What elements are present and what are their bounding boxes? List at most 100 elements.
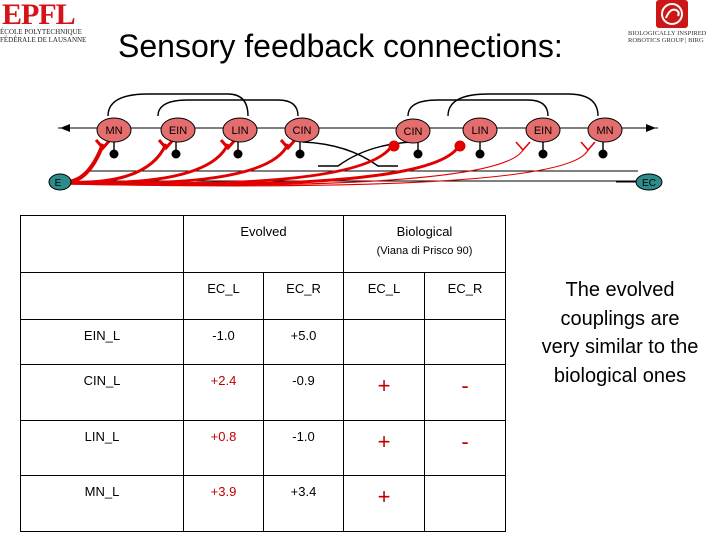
cell-value: +3.4 (290, 484, 317, 499)
biological-header-text: Biological (396, 224, 453, 239)
feedback-path (67, 149, 589, 187)
evolved-header: Evolved (183, 215, 344, 273)
table-row: CIN_L +2.4 -0.9 + - (20, 364, 506, 421)
column-header: EC_R (424, 272, 506, 320)
synapse-dot (295, 149, 305, 159)
receptor-fork (515, 141, 531, 152)
slide-title: Sensory feedback connections: (118, 28, 563, 64)
bio-l-cell: + (343, 475, 425, 532)
epfl-logo: EPFL ÉCOLE POLYTECHNIQUE FÉDÉRALE DE LAU… (0, 0, 96, 46)
neuron-ein-right: EIN (525, 117, 561, 143)
synapse-dot (109, 149, 119, 159)
coupling-table: Evolved Biological (Viana di Prisco 90) E… (20, 215, 506, 532)
receptor-fork (279, 139, 297, 151)
sensor-right: EC (635, 173, 663, 191)
receptor-fork (94, 139, 112, 151)
cell-value: - (461, 373, 469, 398)
crossing-connection (302, 141, 398, 167)
cell-value: -1.0 (212, 328, 235, 343)
connection-arc (157, 99, 299, 117)
side-note: The evolved couplings are very similar t… (541, 279, 699, 387)
crossing-connection (318, 141, 414, 167)
row-label-text: LIN_L (84, 429, 120, 444)
evolved-r-cell: +3.4 (263, 475, 344, 532)
epfl-logo-line2: FÉDÉRALE DE LAUSANNE (0, 36, 87, 44)
neuron-label: LIN (471, 125, 488, 137)
neuron-label: CIN (404, 126, 423, 138)
synapse-dot (475, 149, 485, 159)
cell-value (425, 476, 505, 484)
column-header-text: EC_L (207, 281, 240, 296)
evolved-l-cell: +0.8 (183, 420, 264, 476)
row-label: MN_L (20, 475, 184, 532)
neuron-lin-right: LIN (462, 117, 498, 143)
table-label-cell (20, 272, 184, 320)
neuron-mn-left: MN (96, 117, 132, 143)
evolved-r-cell: +5.0 (263, 319, 344, 365)
neuron-label: MN (596, 125, 613, 137)
cell-value: +2.4 (210, 373, 237, 388)
table-row: EIN_L -1.0 +5.0 (20, 319, 506, 365)
neuron-label: CIN (293, 125, 312, 137)
neuron-label: MN (105, 125, 122, 137)
bio-r-cell (424, 475, 506, 532)
bio-r-cell (424, 319, 506, 365)
row-label-text: EIN_L (83, 328, 121, 343)
row-label: CIN_L (20, 364, 184, 421)
sensory-feedback-diagram: MN EIN LIN CIN CIN LIN EIN MN E EC (48, 93, 663, 191)
column-header: EC_L (183, 272, 264, 320)
neuron-cin-right: CIN (395, 118, 431, 144)
birg-logo: BIOLOGICALLY INSPIRED ROBOTICS GROUP | B… (628, 0, 718, 46)
cell-value: + (377, 373, 391, 398)
neuron-ein-left: EIN (160, 117, 196, 143)
cell-value: +0.8 (210, 429, 237, 444)
neuron-cin-left: CIN (284, 117, 320, 143)
biological-source: (Viana di Prisco 90) (376, 245, 473, 257)
evolved-l-cell: +2.4 (183, 364, 264, 421)
table-header-row: Evolved Biological (Viana di Prisco 90) (20, 215, 506, 273)
synapse-dot (538, 149, 548, 159)
sensor-label: E (55, 178, 62, 189)
receptor-fork (219, 139, 237, 151)
neuron-label: LIN (231, 125, 248, 137)
column-header: EC_R (263, 272, 344, 320)
table-row: MN_L +3.9 +3.4 + (20, 475, 506, 532)
evolved-r-cell: -1.0 (263, 420, 344, 476)
biological-header: Biological (Viana di Prisco 90) (343, 215, 506, 273)
synapse-dot (233, 149, 243, 159)
column-header-text: EC_R (286, 281, 321, 296)
receptor-fork (157, 139, 175, 151)
neuron-label: EIN (534, 125, 552, 137)
connection-arc (107, 93, 249, 117)
synapse-dot (171, 149, 181, 159)
synapse-dot (413, 149, 423, 159)
table-subheader-row: EC_L EC_R EC_L EC_R (20, 272, 506, 320)
row-label: LIN_L (20, 420, 184, 476)
bio-l-cell (343, 319, 425, 365)
evolved-r-cell: -0.9 (263, 364, 344, 421)
cell-value: + (377, 429, 391, 454)
feedback-path (62, 143, 105, 185)
evolved-l-cell: +3.9 (183, 475, 264, 532)
table-corner-cell (20, 215, 184, 273)
lizard-icon (661, 3, 683, 25)
row-label: EIN_L (20, 319, 184, 365)
bio-r-cell: - (424, 364, 506, 421)
row-label-text: CIN_L (83, 373, 121, 388)
arrow-right-icon (646, 124, 656, 132)
cell-value: -0.9 (292, 373, 315, 388)
synapse-dot-red (388, 140, 400, 152)
row-label-text: MN_L (84, 484, 120, 499)
neuron-label: EIN (169, 125, 187, 137)
bio-r-cell: - (424, 420, 506, 476)
epfl-logo-line1: ÉCOLE POLYTECHNIQUE (0, 28, 82, 36)
evolved-l-cell: -1.0 (183, 319, 264, 365)
birg-logo-line1: BIOLOGICALLY INSPIRED (628, 30, 707, 37)
birg-logo-badge (656, 0, 688, 28)
column-header: EC_L (343, 272, 425, 320)
synapse-dot-red (454, 140, 466, 152)
feedback-path (62, 143, 462, 186)
cell-value: -1.0 (292, 429, 315, 444)
receptor-fork (580, 141, 596, 152)
bio-l-cell: + (343, 364, 425, 421)
